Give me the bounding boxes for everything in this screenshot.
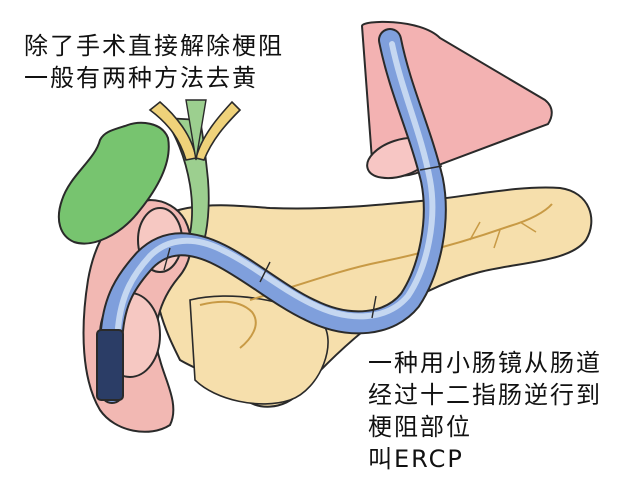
caption-top: 除了手术直接解除梗阻 一般有两种方法去黄 xyxy=(24,30,284,94)
caption-top-line-2: 一般有两种方法去黄 xyxy=(24,64,258,92)
pancreatic-duct-branch xyxy=(419,221,537,253)
pancreatic-duct-head xyxy=(199,300,257,349)
caption-bottom-line-3: 梗阻部位 xyxy=(368,413,472,441)
caption-bottom: 一种用小肠镜从肠道 经过十二指肠逆行到 梗阻部位 叫ERCP xyxy=(368,347,602,475)
gallbladder xyxy=(57,121,170,245)
caption-bottom-line-1: 一种用小肠镜从肠道 xyxy=(368,349,602,377)
endoscope-tube-highlight xyxy=(115,41,436,331)
hepatic-duct-top xyxy=(185,99,207,161)
caption-top-line-1: 除了手术直接解除梗阻 xyxy=(24,32,284,60)
endoscope-segment-marks xyxy=(163,165,443,319)
caption-bottom-line-4: 叫ERCP xyxy=(368,445,464,473)
caption-bottom-line-2: 经过十二指肠逆行到 xyxy=(368,381,602,409)
endoscope-tip xyxy=(96,329,124,401)
